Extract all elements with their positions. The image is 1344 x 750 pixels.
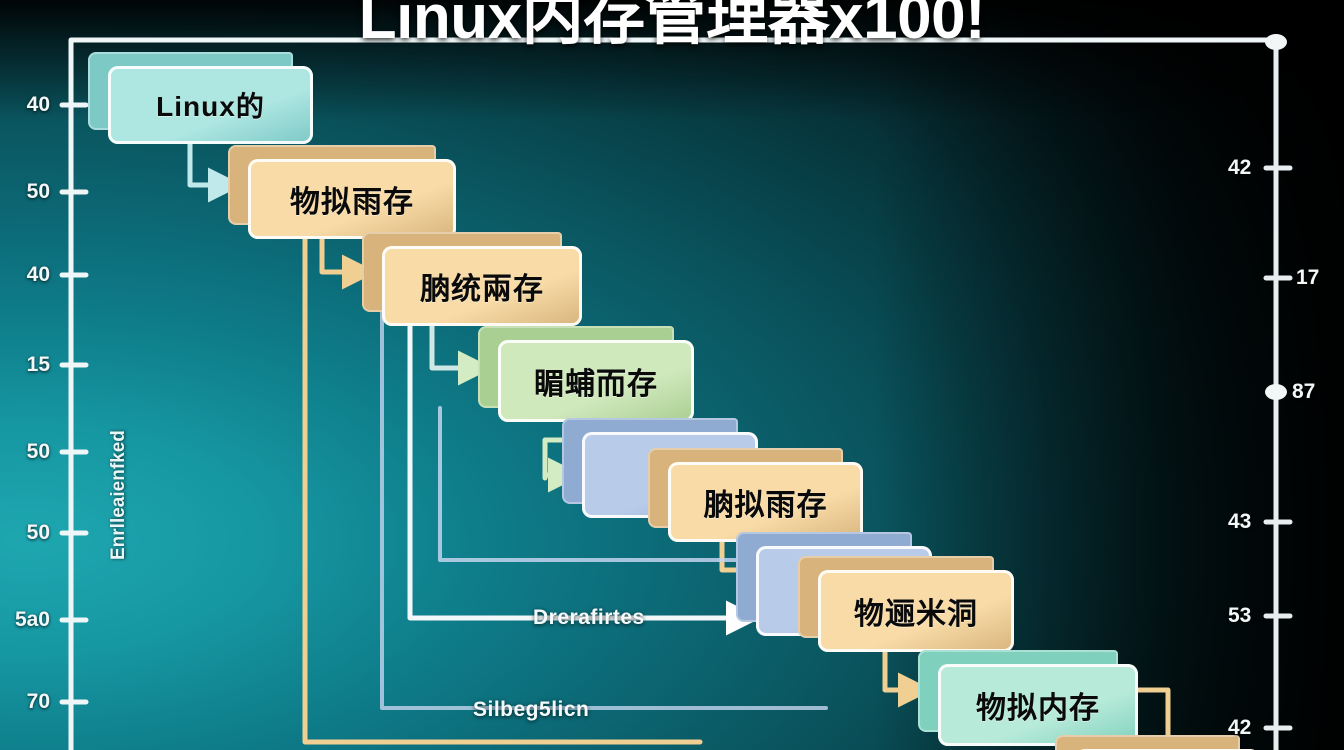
box-front-face: 睸蜅而存 bbox=[498, 340, 694, 422]
box-side-face bbox=[1055, 735, 1240, 750]
left-tick-label: 50 bbox=[26, 180, 50, 203]
box-front-face: 物拟雨存 bbox=[248, 159, 456, 239]
left-tick-label: 50 bbox=[26, 521, 50, 544]
right-tick-label: 53 bbox=[1228, 604, 1252, 627]
node-box[interactable]: 睸蜅而存 bbox=[478, 326, 694, 422]
right-axis-ticks bbox=[1263, 165, 1293, 731]
page-title: Linux内存管理器x100! bbox=[358, 0, 986, 52]
flow-caption: Silbeg5licn bbox=[473, 698, 590, 721]
left-tick-label: 5а0 bbox=[14, 608, 50, 631]
left-axis-ticks bbox=[59, 102, 89, 705]
node-label: Linux的 bbox=[156, 91, 265, 122]
box-front-face: Linux的 bbox=[108, 66, 313, 144]
left-tick-label: 40 bbox=[26, 93, 50, 116]
node-box[interactable]: Linux的 bbox=[88, 52, 313, 144]
node-box[interactable]: 物逦米洞 bbox=[798, 556, 1014, 652]
right-tick-label: 43 bbox=[1228, 510, 1252, 533]
left-tick-label: 40 bbox=[26, 263, 50, 286]
right-tick-label: 87 bbox=[1292, 380, 1316, 403]
node-label: 朒统兩存 bbox=[420, 273, 544, 306]
right-tick-label: 42 bbox=[1228, 716, 1252, 739]
node-box[interactable]: 物拟内存 bbox=[918, 650, 1138, 746]
node-box[interactable]: 物拟雨存 bbox=[228, 145, 456, 239]
node-box[interactable]: 朒拟雨存 bbox=[648, 448, 863, 542]
node-label: 物拟雨存 bbox=[290, 186, 414, 219]
left-tick-label: 70 bbox=[26, 690, 50, 713]
node-label: 睸蜅而存 bbox=[534, 368, 658, 401]
flow-caption: Drerafirtes bbox=[533, 606, 645, 629]
axis-frame bbox=[68, 34, 1287, 750]
box-front-face: 朒拟雨存 bbox=[668, 462, 863, 542]
left-axis-title: Enrlleaienfked bbox=[108, 430, 129, 560]
node-box[interactable]: 朒统兩存 bbox=[362, 232, 582, 326]
left-tick-label: 15 bbox=[26, 353, 50, 376]
right-tick-label: 17 bbox=[1296, 266, 1320, 289]
node-label: 朒拟雨存 bbox=[703, 489, 828, 522]
box-front-face: 朒统兩存 bbox=[382, 246, 582, 326]
box-front-face: 物逦米洞 bbox=[818, 570, 1014, 652]
right-tick-label: 42 bbox=[1228, 156, 1252, 179]
left-tick-label: 50 bbox=[26, 440, 50, 463]
box-front-face: 物拟内存 bbox=[938, 664, 1138, 746]
node-label: 物逦米洞 bbox=[854, 598, 978, 631]
node-label: 物拟内存 bbox=[976, 692, 1100, 725]
